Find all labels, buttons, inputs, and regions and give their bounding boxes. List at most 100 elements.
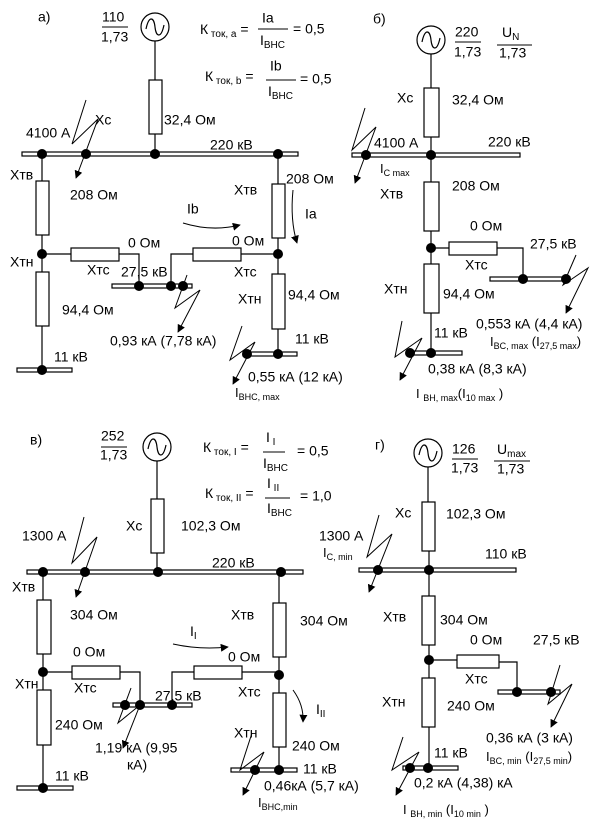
fault-current-lv: 0,55 кА (12 кА)	[248, 369, 343, 385]
label-part: I	[267, 475, 271, 491]
label-part: BH, min	[410, 809, 442, 819]
label-part: )	[495, 386, 503, 401]
k-i-denominator: IВНС	[263, 455, 288, 474]
resistor-xc	[421, 501, 436, 552]
k-current-i: К ток, I =	[203, 439, 249, 458]
label-part: (I	[528, 334, 540, 349]
xtv-value: 304 Ом	[440, 612, 488, 628]
current-i1-label: II	[190, 623, 197, 642]
resistor-xc	[150, 498, 165, 554]
label-part: I	[267, 500, 271, 516]
junction-dot	[518, 274, 528, 284]
label-part: К	[200, 21, 209, 37]
junction-dot	[274, 765, 284, 775]
sine-wave-icon	[147, 438, 167, 456]
xtc-value: 0 Ом	[470, 632, 502, 648]
k-b-numerator: Ib	[270, 58, 282, 74]
xtv-right-label: Хтв	[231, 607, 254, 623]
current-ia-label: Ia	[305, 206, 317, 222]
xtc-left-label: Хтс	[74, 680, 97, 696]
bus-27kv	[489, 276, 571, 282]
diagram-d-label: г)	[375, 437, 385, 453]
junction-dot	[38, 783, 48, 793]
current-i2-label: III	[316, 701, 325, 720]
bus-lv-left-label: 11 кВ	[55, 768, 89, 784]
un-denominator: 1,73	[499, 45, 526, 61]
xtc-left-label: Хтс	[87, 262, 110, 278]
fault-current-mv-name: IBC, min (I27,5 min)	[486, 749, 572, 766]
label-part: 10 min	[454, 809, 481, 819]
diagram-c-label: в)	[30, 432, 42, 448]
xtv-left-value: 208 Ом	[70, 187, 118, 203]
xtn-left-value: 240 Ом	[55, 717, 103, 733]
junction-dot	[273, 349, 283, 359]
resistor-xtc-right	[193, 665, 243, 680]
junction-dot	[424, 565, 434, 575]
label-part: (I	[458, 386, 466, 401]
xc-value: 102,3 Ом	[181, 518, 240, 534]
xtv-value: 208 Ом	[452, 178, 500, 194]
xtn-right-label: Хтн	[234, 725, 257, 741]
source-voltage-numerator: 126	[452, 441, 476, 457]
resistor-xtc	[456, 654, 500, 669]
source-voltage-denominator: 1,73	[101, 29, 128, 45]
k-current-ii: К ток, II =	[205, 485, 254, 504]
k-a-result: = 0,5	[293, 21, 325, 37]
label-part: I	[258, 795, 262, 810]
bus-lv-left-label: 11 кВ	[54, 349, 88, 365]
label-part: ВНС	[267, 463, 288, 474]
xtv-right-label: Хтв	[234, 182, 257, 198]
resistor-xtv	[423, 181, 440, 232]
resistor-xtv-left	[36, 599, 52, 655]
xc-label: Хс	[126, 518, 142, 534]
label-part: I	[190, 623, 194, 639]
fault-arrow-icon	[366, 514, 393, 593]
junction-dot	[134, 281, 144, 291]
label-part: ток, а	[208, 29, 237, 40]
bus-110kv	[358, 567, 517, 573]
label-part: ВНС	[271, 508, 292, 519]
junction-dot	[546, 687, 556, 697]
label-part: U	[497, 441, 507, 457]
fault-current-mv-line1: 1,19 кА (9,95	[95, 740, 178, 756]
label-part: I	[323, 545, 327, 560]
label-part: max	[507, 449, 526, 460]
fault-arrow-icon	[394, 320, 423, 381]
fault-current-lv-name: I BH, min (I10 min )	[403, 802, 489, 819]
junction-dot	[150, 149, 160, 159]
xtv-right-value: 304 Ом	[300, 613, 348, 629]
label-part: II	[320, 709, 326, 720]
junction-dot	[274, 670, 284, 680]
label-part: I	[194, 631, 197, 642]
resistor-xc	[148, 79, 163, 135]
xtn-value: 240 Ом	[447, 698, 495, 714]
label-part: N	[512, 32, 519, 43]
source-voltage-denominator: 1,73	[451, 460, 478, 476]
bus-27kv	[112, 702, 193, 708]
fault-current-mv-name: IBC, max (I27,5 max)	[490, 334, 581, 351]
label-part: I	[490, 334, 494, 349]
umax-denominator: 1,73	[497, 461, 524, 477]
fault-current-lv-name: IВНС,min	[258, 795, 298, 812]
wire	[497, 247, 524, 279]
wire	[120, 671, 141, 705]
k-b-result: = 0,5	[300, 71, 332, 87]
source-voltage-denominator: 1,73	[100, 447, 127, 463]
xtn-right-value: 94,4 Ом	[288, 287, 340, 303]
bus-lv-label: 11 кВ	[434, 325, 468, 341]
bus-11kv-right	[230, 767, 298, 773]
label-part: BH, max	[423, 393, 458, 403]
label-part: I	[380, 161, 384, 176]
xc-value: 32,4 Ом	[452, 92, 504, 108]
bus-mv-label: 27,5 кВ	[155, 688, 202, 704]
k-b-denominator: IВНС	[268, 83, 293, 102]
xc-label: Хс	[397, 90, 413, 106]
label-part: BC, max	[494, 341, 529, 351]
xtc-right-value: 0 Ом	[228, 649, 260, 665]
resistor-xtn-left	[36, 689, 52, 746]
label-part: U	[502, 24, 512, 40]
bus-hv-label: 110 кВ	[485, 546, 527, 562]
label-part: )	[568, 749, 572, 764]
label-part: I	[486, 749, 490, 764]
label-part: I	[260, 32, 264, 48]
